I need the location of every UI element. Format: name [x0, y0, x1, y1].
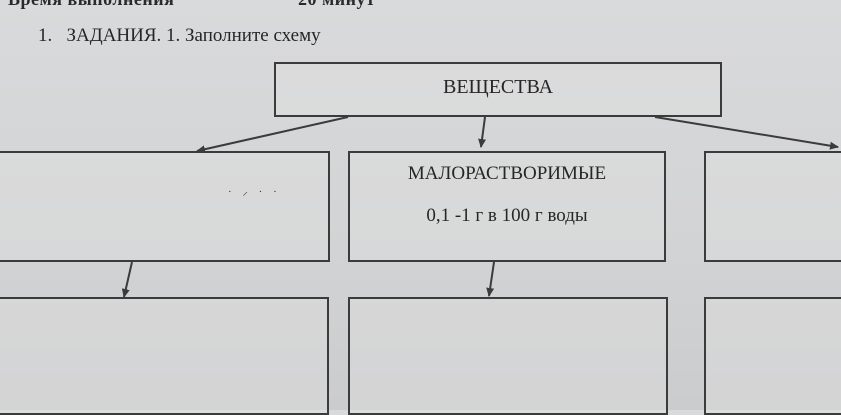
- arrow-middle-to-bottom: [486, 261, 495, 297]
- arrow-root-to-middle: [478, 116, 487, 148]
- root-label: ВЕЩЕСТВА: [442, 76, 554, 98]
- level2-box-right: [704, 297, 841, 415]
- arrow-root-to-left: [196, 116, 349, 154]
- arrow-root-to-right: [654, 116, 839, 150]
- level1-box-left: [0, 151, 330, 262]
- level1-middle-sublabel: 0,1 -1 г в 100 г воды: [426, 205, 588, 226]
- time-value: 20 минут: [298, 0, 375, 10]
- root-box: ВЕЩЕСТВА: [274, 62, 722, 117]
- level2-box-left: [0, 297, 329, 415]
- task-text: ЗАДАНИЯ. 1. Заполните схему: [66, 25, 321, 46]
- task-heading: 1. ЗАДАНИЯ. 1. Заполните схему: [38, 25, 321, 47]
- level1-box-right: [704, 151, 841, 262]
- level1-box-middle: МАЛОРАСТВОРИМЫЕ 0,1 -1 г в 100 г воды: [348, 151, 666, 262]
- arrow-left-to-bottom: [121, 261, 133, 298]
- task-number: 1.: [38, 25, 53, 46]
- header-cut-text: Время выполнения 20 минут: [8, 0, 375, 10]
- level1-middle-label: МАЛОРАСТВОРИМЫЕ: [407, 163, 607, 184]
- pencil-mark: · ⸝ · ·: [228, 186, 281, 198]
- level2-box-middle: [348, 297, 668, 415]
- time-label: Время выполнения: [8, 0, 174, 9]
